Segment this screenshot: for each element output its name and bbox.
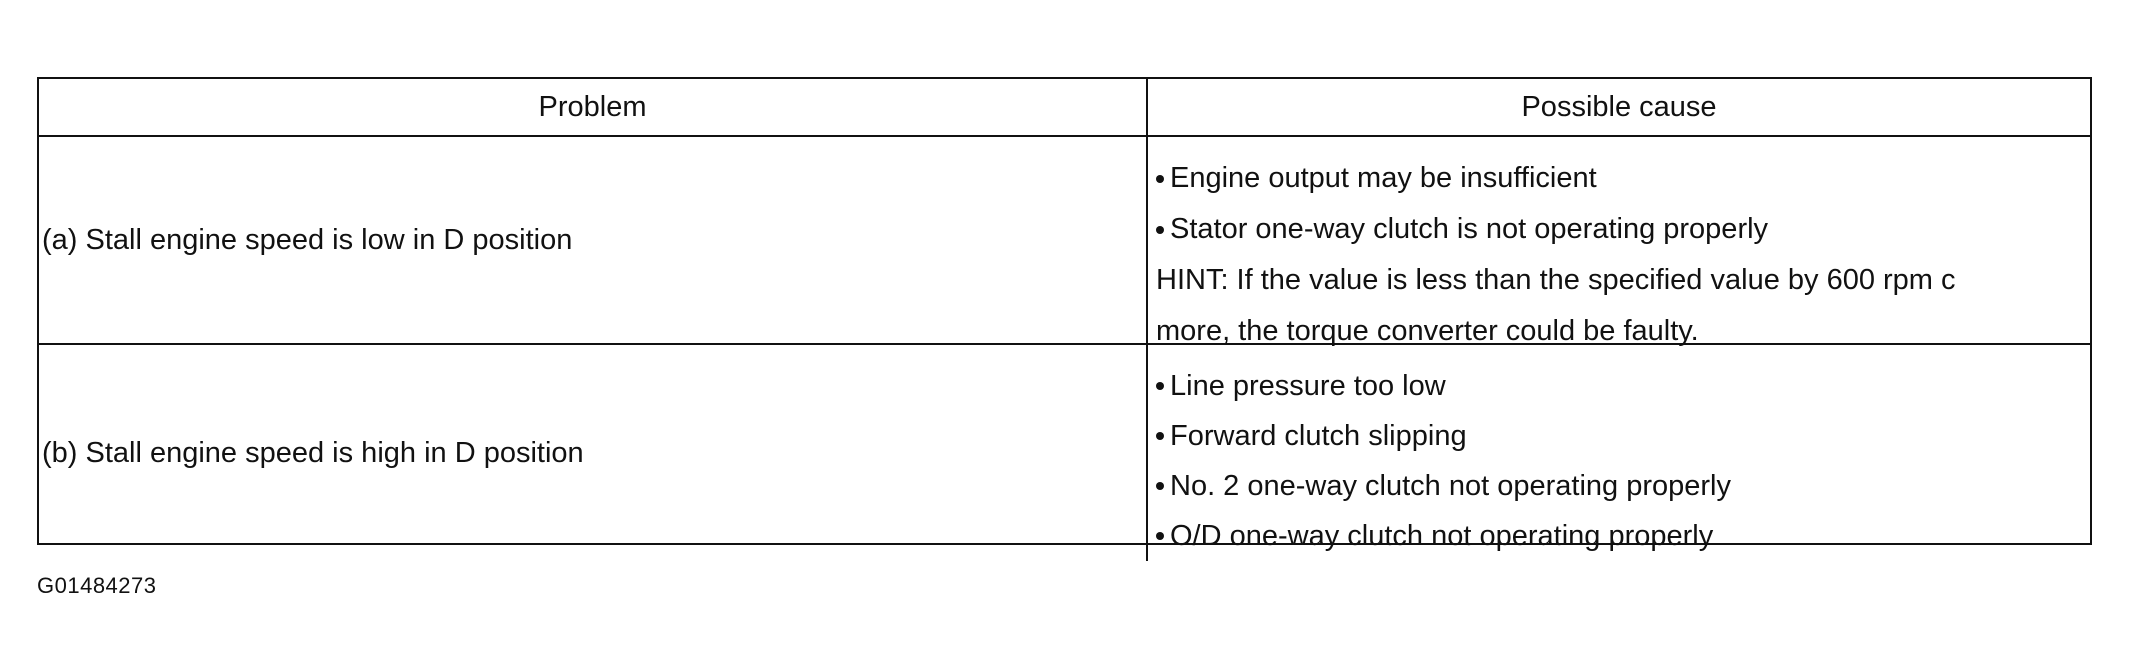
figure-id: G01484273 <box>37 573 157 598</box>
cause-line: Line pressure too low <box>1156 361 2090 411</box>
bullet-icon <box>1156 174 1164 183</box>
cause-line: No. 2 one-way clutch not operating prope… <box>1156 461 2090 511</box>
bullet-icon <box>1156 532 1164 540</box>
hint-text: more, the torque converter could be faul… <box>1156 315 1699 348</box>
cause-line: Engine output may be insufficient <box>1156 153 2090 204</box>
cause-text: O/D one-way clutch not operating properl… <box>1170 519 1714 552</box>
hint-line: HINT: If the value is less than the spec… <box>1156 255 2090 306</box>
bullet-icon <box>1156 225 1164 234</box>
problem-cell-b: (b) Stall engine speed is high in D posi… <box>39 345 1148 561</box>
hint-text: HINT: If the value is less than the spec… <box>1156 264 1956 297</box>
cause-line: Forward clutch slipping <box>1156 411 2090 461</box>
bullet-icon <box>1156 382 1164 390</box>
cause-text: No. 2 one-way clutch not operating prope… <box>1170 469 1731 502</box>
problem-text-a: (a) Stall engine speed is low in D posit… <box>42 223 573 256</box>
diagnosis-table: Problem Possible cause (a) Stall engine … <box>37 77 2092 561</box>
hint-line: more, the torque converter could be faul… <box>1156 306 2090 357</box>
bullet-icon <box>1156 482 1164 490</box>
cause-text: Engine output may be insufficient <box>1170 162 1597 195</box>
header-possible-cause: Possible cause <box>1148 79 2090 137</box>
header-problem-label: Problem <box>538 90 647 123</box>
cause-cell-b: Line pressure too low Forward clutch sli… <box>1148 345 2090 561</box>
cause-text: Forward clutch slipping <box>1170 419 1467 452</box>
problem-text-b: (b) Stall engine speed is high in D posi… <box>42 436 584 469</box>
cause-text: Line pressure too low <box>1170 369 1446 402</box>
bullet-icon <box>1156 432 1164 440</box>
header-cause-label: Possible cause <box>1521 90 1717 123</box>
header-problem: Problem <box>39 79 1148 137</box>
cause-cell-a: Engine output may be insufficient Stator… <box>1148 137 2090 347</box>
cause-text: Stator one-way clutch is not operating p… <box>1170 213 1769 246</box>
cause-line: Stator one-way clutch is not operating p… <box>1156 204 2090 255</box>
problem-cell-a: (a) Stall engine speed is low in D posit… <box>39 137 1148 345</box>
cause-line: O/D one-way clutch not operating properl… <box>1156 511 2090 561</box>
